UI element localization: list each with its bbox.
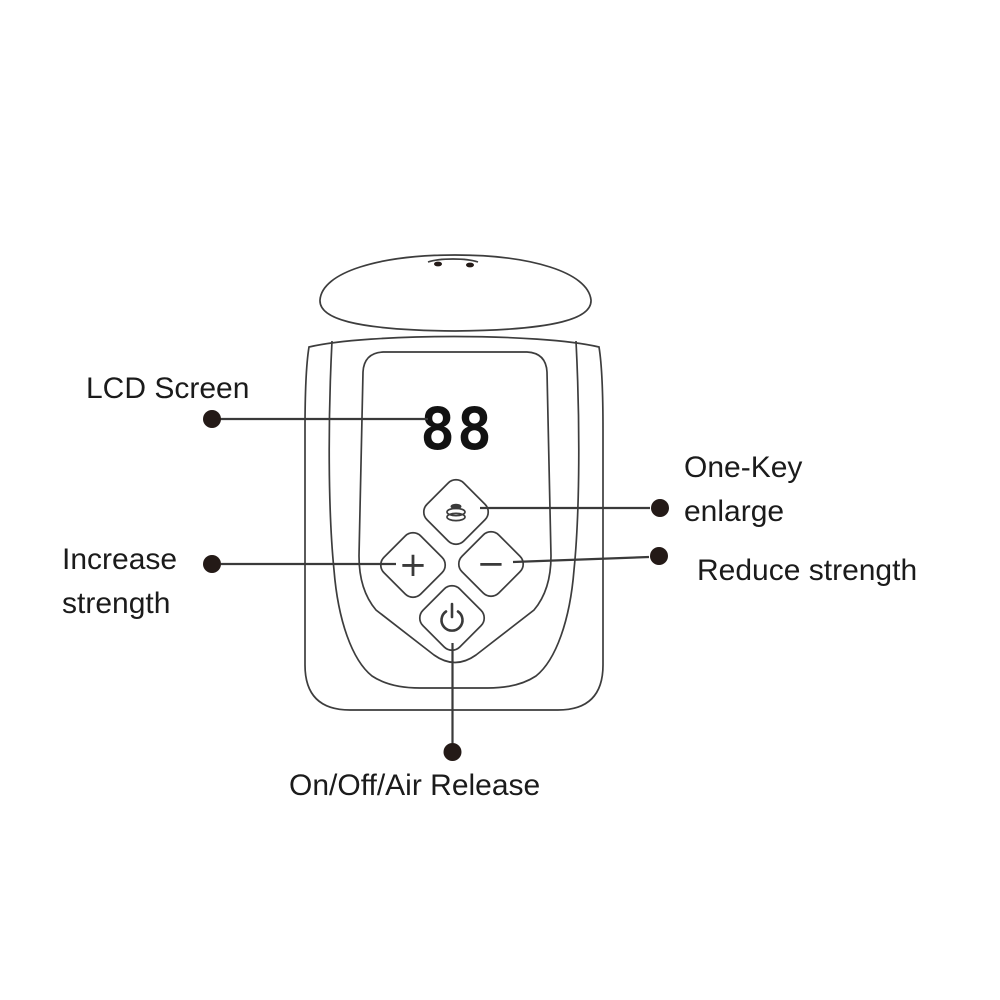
power-callout-dot — [443, 743, 462, 761]
reduce-callout-dot — [650, 547, 668, 565]
power-icon — [440, 602, 464, 632]
lid-top-detail — [427, 258, 479, 263]
lcd-callout-dot — [203, 410, 221, 428]
power-button — [418, 584, 486, 652]
lcd-display: 88 — [420, 395, 494, 463]
lcd-screen-label: LCD Screen — [86, 372, 250, 405]
increase-strength-label-line2: strength — [62, 587, 171, 620]
enlarge-button — [422, 478, 490, 546]
reduce-button: − — [457, 530, 525, 598]
one-key-enlarge-label-line1: One-Key — [684, 451, 803, 484]
increase-strength-label: Increase strength — [62, 538, 177, 626]
reduce-strength-label: Reduce strength — [697, 554, 918, 587]
device-inner-contour — [328, 340, 580, 689]
lid-vent-hole — [466, 262, 474, 268]
plus-icon: + — [399, 545, 428, 585]
on-off-air-release-label: On/Off/Air Release — [289, 769, 541, 802]
one-key-enlarge-icon — [446, 503, 466, 522]
reduce-leader-line — [512, 555, 650, 564]
device-lid — [319, 254, 592, 332]
one-key-enlarge-label: One-Key enlarge — [684, 446, 802, 534]
increase-callout-dot — [203, 555, 221, 573]
one-key-enlarge-label-line2: enlarge — [684, 495, 785, 528]
one-key-callout-dot — [651, 499, 669, 517]
lid-vent-hole — [434, 261, 442, 267]
increase-button: + — [379, 531, 447, 599]
minus-icon: − — [477, 544, 506, 584]
increase-strength-label-line1: Increase — [62, 543, 178, 576]
